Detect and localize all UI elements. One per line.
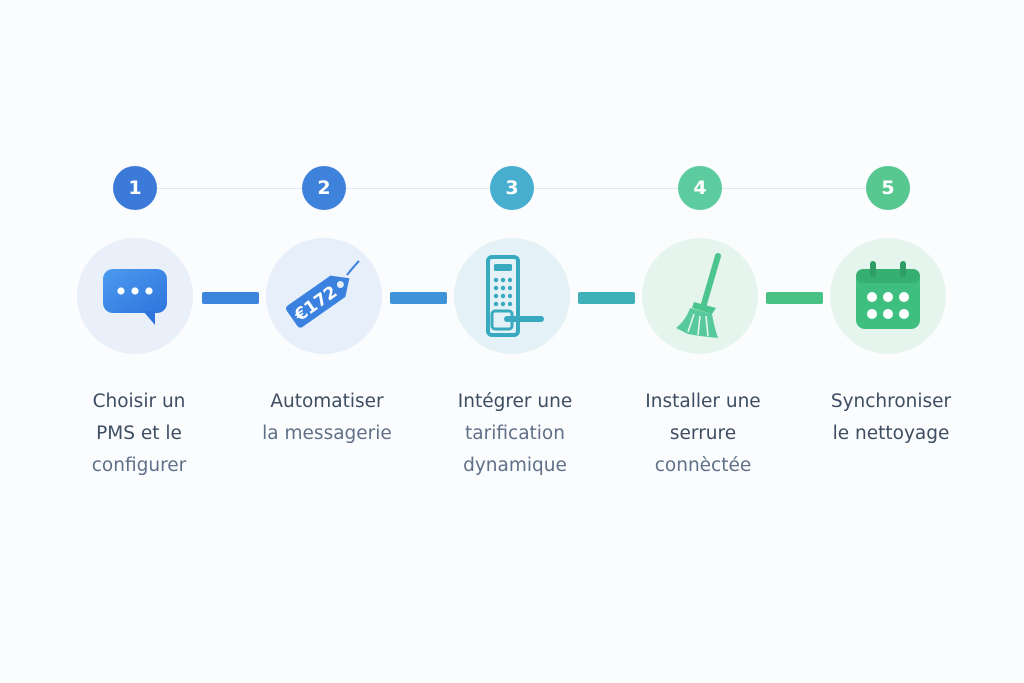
step-2-label-line-2: la messagerie — [262, 423, 392, 444]
connector-1-2 — [202, 292, 259, 304]
chat-bubble-icon — [103, 269, 167, 325]
step-2-icon-disc: €172 — [266, 238, 382, 354]
step-4-icon-disc — [642, 238, 758, 354]
connector-4-5 — [766, 292, 823, 304]
calendar-icon — [856, 261, 920, 329]
step-5-label-line-1: Synchroniser — [830, 391, 952, 412]
step-4-label-line-2: serrure — [669, 423, 737, 444]
step-5-label-line-2: le nettoyage — [832, 423, 950, 444]
step-4-label: Installer une serrure connèctée — [608, 386, 798, 482]
step-2-label: Automatiser la messagerie — [232, 386, 422, 450]
step-3-icon-disc — [454, 238, 570, 354]
connector-2-3 — [390, 292, 447, 304]
step-3-label-line-2: tarification — [465, 423, 565, 444]
step-3-label-line-1: Intégrer une — [457, 391, 573, 412]
step-1-label-line-3: configurer — [91, 455, 187, 476]
broom-icon — [676, 253, 721, 338]
step-1-label-line-2: PMS et le — [96, 423, 182, 444]
step-5-label: Synchroniser le nettoyage — [796, 386, 986, 450]
step-1-label: Choisir un PMS et le configurer — [44, 386, 234, 482]
step-2-badge: 2 — [302, 166, 346, 210]
step-1-icon-disc — [77, 238, 193, 354]
smart-lock-keypad-icon — [486, 255, 544, 337]
step-4-label-line-1: Installer une — [645, 391, 761, 412]
price-tag-icon: €172 — [285, 260, 360, 328]
step-5-badge: 5 — [866, 166, 910, 210]
step-5-icon-disc — [830, 238, 946, 354]
step-3-label: Intégrer une tarification dynamique — [420, 386, 610, 482]
step-4-label-line-3: connèctée — [654, 455, 752, 476]
step-1-badge: 1 — [113, 166, 157, 210]
step-2-label-line-1: Automatiser — [270, 391, 384, 412]
connector-3-4 — [578, 292, 635, 304]
step-3-badge: 3 — [490, 166, 534, 210]
step-4-badge: 4 — [678, 166, 722, 210]
step-1-label-line-1: Choisir un — [92, 391, 186, 412]
step-3-label-line-3: dynamique — [463, 455, 567, 476]
